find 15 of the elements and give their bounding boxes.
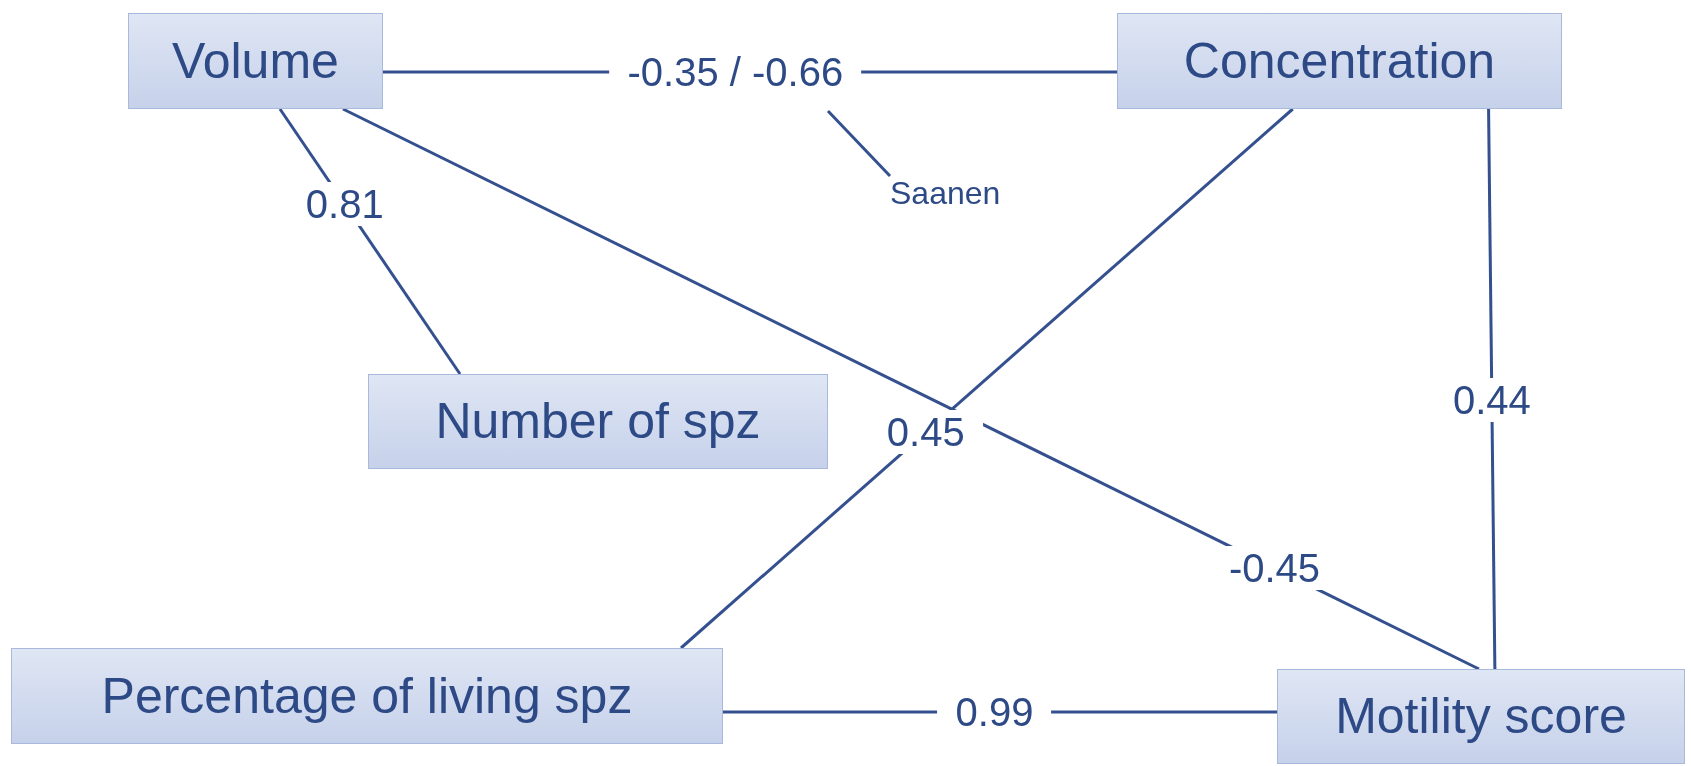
variable-name: Motility score [1335, 689, 1627, 744]
variable-box [1117, 13, 1562, 109]
annotation-text: Saanen [890, 176, 1001, 212]
leader-line [826, 109, 892, 177]
variable-name: Number of spz [435, 394, 761, 449]
variable-box [1277, 669, 1685, 764]
connector-line [680, 107, 1294, 650]
variable-box [128, 13, 383, 109]
connector-line [342, 107, 1480, 671]
variable-name: Concentration [1183, 33, 1496, 89]
variable-name: Volume [172, 33, 339, 89]
variable-box [368, 374, 828, 469]
variable-box [11, 648, 723, 744]
connector-line [1487, 109, 1497, 669]
variable-name: Percentage of living spz [101, 668, 633, 724]
